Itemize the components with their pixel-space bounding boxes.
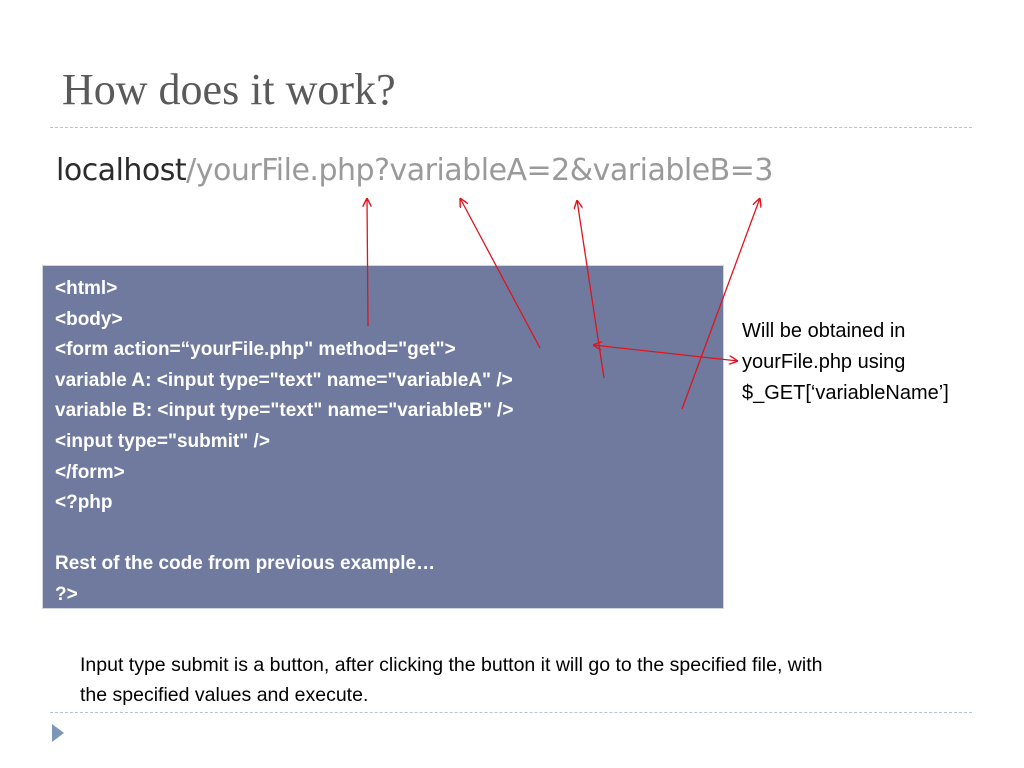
caption-text: Input type submit is a button, after cli… [80,654,823,706]
code-line: variable A: <input type="text" name="var… [55,369,513,391]
code-line [55,519,711,550]
slide-title: How does it work? [62,65,396,114]
code-line: ?> [55,583,78,605]
side-note: Will be obtained in yourFile.php using $… [742,316,949,409]
code-line: <input type="submit" /> [55,430,270,452]
code-block: <html> <body> <form action=“yourFile.php… [42,265,724,609]
url-example: localhost/yourFile.php?variableA=2&varia… [56,156,773,186]
code-line: variable B: <input type="text" name="var… [55,400,514,422]
side-note-line: yourFile.php using [742,351,906,373]
top-divider [50,127,972,128]
side-note-line: $_GET[‘variableName’] [742,382,949,404]
code-line: <body> [55,308,123,330]
code-line: <html> [55,278,118,299]
code-line: <?php [55,492,113,514]
url-path-query: /yourFile.php?variableA=2&variableB=3 [186,153,773,188]
bottom-divider [50,712,972,713]
code-line: <form action=“yourFile.php" method="get"… [55,339,456,361]
url-host: localhost [56,153,187,188]
code-line: Rest of the code from previous example… [55,553,436,575]
side-note-line: Will be obtained in [742,320,906,342]
triangle-bullet-icon [52,724,64,742]
code-line: </form> [55,461,125,483]
